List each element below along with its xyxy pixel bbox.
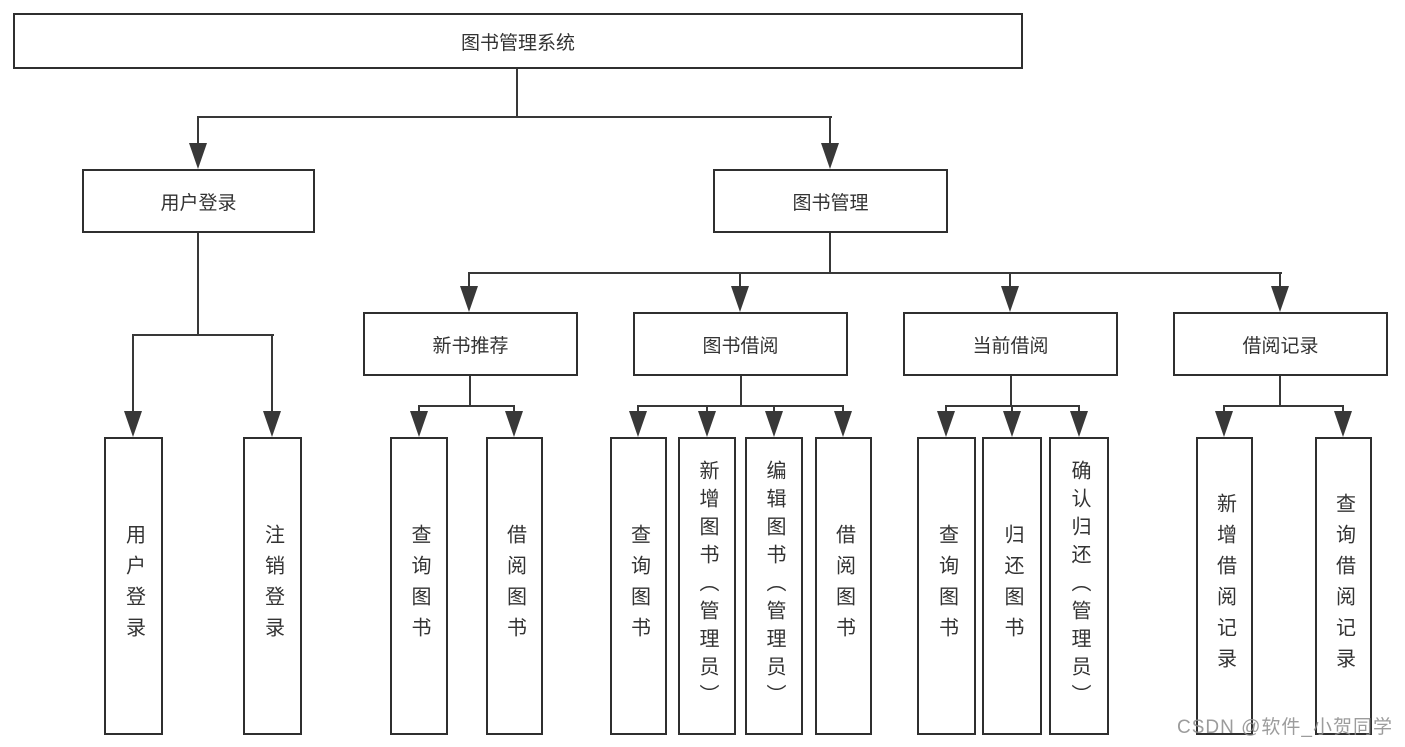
leaf-label: 新增借阅记录 — [1213, 493, 1236, 679]
node-label: 当前借阅 — [972, 335, 1049, 357]
leaf-borrow-book-recommend: 借阅图书 — [486, 437, 543, 735]
connector-vline — [468, 272, 470, 288]
leaf-borrow-book: 借阅图书 — [815, 437, 872, 735]
arrow-down-icon — [1215, 411, 1233, 437]
leaf-label: 确认归还（管理员） — [1068, 460, 1090, 712]
node-label: 图书管理 — [792, 192, 869, 214]
connector-vline — [637, 405, 639, 414]
node-label: 用户登录 — [160, 192, 237, 214]
connector-vline — [773, 405, 775, 414]
connector-vline — [469, 376, 471, 407]
arrow-down-icon — [821, 143, 839, 169]
connector-vline — [945, 405, 947, 414]
arrow-down-icon — [834, 411, 852, 437]
node-label: 新书推荐 — [432, 335, 509, 357]
connector-vline — [1078, 405, 1080, 414]
node-library-management-system: 图书管理系统 — [13, 13, 1023, 69]
leaf-label: 查询借阅记录 — [1332, 493, 1355, 679]
leaf-label: 用户登录 — [122, 524, 145, 648]
leaf-label: 注销登录 — [261, 524, 284, 648]
connector-hline — [468, 272, 1282, 274]
connector-hline — [132, 334, 274, 336]
leaf-label: 借阅图书 — [503, 524, 526, 648]
arrow-down-icon — [1070, 411, 1088, 437]
arrow-down-icon — [1271, 286, 1289, 312]
connector-vline — [1279, 272, 1281, 288]
leaf-query-borrow-record: 查询借阅记录 — [1315, 437, 1372, 735]
arrow-down-icon — [460, 286, 478, 312]
csdn-watermark: CSDN @软件_小贺同学 — [1177, 717, 1393, 738]
leaf-logout: 注销登录 — [243, 437, 302, 735]
arrow-down-icon — [765, 411, 783, 437]
connector-vline — [418, 405, 420, 414]
connector-vline — [739, 272, 741, 288]
leaf-return-book: 归还图书 — [982, 437, 1042, 735]
arrow-down-icon — [189, 143, 207, 169]
node-label: 借阅记录 — [1242, 335, 1319, 357]
connector-vline — [829, 116, 831, 146]
arrow-down-icon — [937, 411, 955, 437]
arrow-down-icon — [124, 411, 142, 437]
arrow-down-icon — [505, 411, 523, 437]
leaf-query-book-recommend: 查询图书 — [390, 437, 448, 735]
leaf-label: 编辑图书（管理员） — [763, 460, 785, 712]
node-label: 图书借阅 — [702, 335, 779, 357]
connector-vline — [1223, 405, 1225, 414]
node-book-borrowing: 图书借阅 — [633, 312, 848, 376]
leaf-edit-book-admin: 编辑图书（管理员） — [745, 437, 803, 735]
arrow-down-icon — [1334, 411, 1352, 437]
arrow-down-icon — [1001, 286, 1019, 312]
leaf-label: 新增图书（管理员） — [696, 460, 718, 712]
node-new-book-recommendation: 新书推荐 — [363, 312, 578, 376]
leaf-query-book-borrowing: 查询图书 — [610, 437, 667, 735]
connector-vline — [1011, 405, 1013, 414]
connector-vline — [516, 69, 518, 118]
arrow-down-icon — [410, 411, 428, 437]
leaf-label: 借阅图书 — [832, 524, 855, 648]
leaf-label: 归还图书 — [1001, 524, 1023, 648]
connector-vline — [706, 405, 708, 414]
connector-vline — [740, 376, 742, 407]
connector-vline — [197, 233, 199, 336]
connector-vline — [513, 405, 515, 414]
node-book-management: 图书管理 — [713, 169, 948, 233]
connector-vline — [271, 334, 273, 412]
node-borrow-records: 借阅记录 — [1173, 312, 1388, 376]
leaf-label: 查询图书 — [408, 524, 430, 648]
arrow-down-icon — [698, 411, 716, 437]
connector-vline — [197, 116, 199, 146]
arrow-down-icon — [1003, 411, 1021, 437]
connector-vline — [829, 233, 831, 274]
arrow-down-icon — [263, 411, 281, 437]
connector-hline — [637, 405, 844, 407]
leaf-add-book-admin: 新增图书（管理员） — [678, 437, 736, 735]
leaf-add-borrow-record: 新增借阅记录 — [1196, 437, 1253, 735]
leaf-label: 查询图书 — [627, 524, 650, 648]
node-label: 图书管理系统 — [460, 32, 575, 54]
leaf-label: 查询图书 — [935, 524, 958, 648]
connector-vline — [842, 405, 844, 414]
connector-vline — [1279, 376, 1281, 407]
arrow-down-icon — [731, 286, 749, 312]
leaf-user-login: 用户登录 — [104, 437, 163, 735]
node-user-login: 用户登录 — [82, 169, 315, 233]
connector-vline — [1342, 405, 1344, 414]
connector-hline — [197, 116, 832, 118]
node-current-borrowing: 当前借阅 — [903, 312, 1118, 376]
leaf-query-book-current: 查询图书 — [917, 437, 976, 735]
connector-hline — [418, 405, 515, 407]
connector-vline — [1009, 272, 1011, 288]
connector-vline — [1010, 376, 1012, 407]
connector-hline — [1223, 405, 1344, 407]
arrow-down-icon — [629, 411, 647, 437]
leaf-confirm-return-admin: 确认归还（管理员） — [1049, 437, 1109, 735]
connector-vline — [132, 334, 134, 412]
